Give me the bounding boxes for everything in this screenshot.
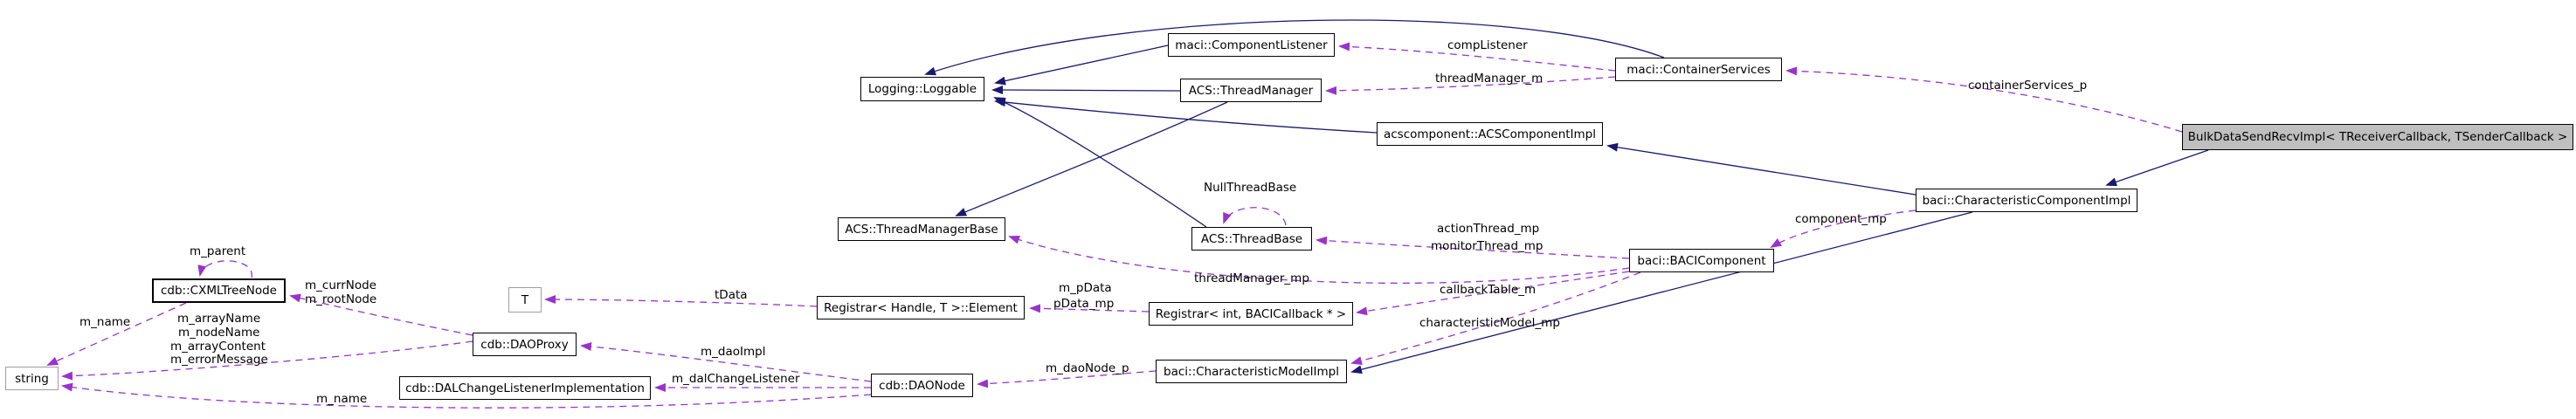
node-registrar-int-bacicallback[interactable]: Registrar< int, BACICallback * > — [1149, 302, 1353, 326]
node-cdb-dalchangelistenerimplementation[interactable]: cdb::DALChangeListenerImplementation — [399, 376, 651, 400]
edge-cxml-mname — [46, 302, 187, 366]
edge-daoimpl — [580, 342, 872, 382]
edge-threadbase-loggable — [993, 97, 1207, 228]
edge-label-m-errormessage: m_errorMessage — [170, 353, 268, 367]
edge-characteristicmodel-mp — [1350, 271, 1641, 366]
edge-label-m-daoimpl: m_daoImpl — [701, 345, 766, 359]
node-string: string — [5, 367, 59, 390]
edge-acscomponentimpl-loggable — [994, 98, 1378, 134]
edge-threadmanager-threadmanagerbase — [955, 101, 1228, 216]
edge-actionthread-monitorthread — [1316, 236, 1630, 259]
node-acs-threadmanager[interactable]: ACS::ThreadManager — [1180, 79, 1322, 102]
edge-label-characteristicmodel-mp: characteristicModel_mp — [1419, 316, 1560, 330]
usage-edges — [46, 42, 2183, 409]
edge-tdata — [544, 295, 818, 307]
edge-label-m-arraycontent: m_arrayContent — [170, 340, 266, 354]
node-acscomponentimpl[interactable]: acscomponent::ACSComponentImpl — [1377, 122, 1603, 146]
node-maci-containerservices[interactable]: maci::ContainerServices — [1615, 58, 1782, 81]
edge-label-m-parent: m_parent — [190, 244, 246, 258]
node-cdb-daonode[interactable]: cdb::DAONode — [871, 374, 973, 397]
node-acs-threadmanagerbase[interactable]: ACS::ThreadManagerBase — [838, 217, 1005, 241]
edge-label-tdata: tData — [715, 288, 748, 302]
edge-label-m-name-upper: m_name — [79, 315, 131, 329]
edge-label-m-currnode: m_currNode — [305, 278, 376, 292]
edge-label-m-daonode-p: m_daoNode_p — [1046, 361, 1129, 375]
node-registrar-handle-element[interactable]: Registrar< Handle, T >::Element — [817, 296, 1025, 319]
edge-label-containerservices-p: containerServices_p — [1968, 79, 2088, 93]
edge-label-m-nodename: m_nodeName — [178, 326, 260, 340]
edge-containerservices-loggable — [924, 19, 1665, 76]
edge-complistener — [1338, 42, 1616, 72]
edge-label-m-name-lower: m_name — [316, 392, 368, 406]
node-bulkdatasendrecvimpl: BulkDataSendRecvImpl< TReceiverCallback,… — [2182, 124, 2573, 150]
edge-label-pdata-mp: pData_mp — [1053, 297, 1115, 311]
edge-label-callbacktable-m: callbackTable_m — [1440, 283, 1537, 297]
edge-label-m-rootnode: m_rootNode — [305, 292, 377, 306]
edge-threadmanager-mp — [1008, 235, 1630, 284]
edge-label-nullthreadbase: NullThreadBase — [1204, 181, 1297, 195]
edge-currnode-rootnode — [289, 293, 473, 336]
edge-daoproxy-strings — [61, 340, 473, 381]
inheritance-edges — [924, 19, 2209, 374]
node-cdb-daoproxy[interactable]: cdb::DAOProxy — [473, 333, 577, 356]
node-baci-bacicomponent[interactable]: baci::BACIComponent — [1629, 249, 1774, 272]
edge-charcompimpl-acscomponentimpl — [1606, 142, 1916, 196]
node-template-param-t: T — [508, 287, 542, 313]
edge-label-m-pdata: m_pData — [1059, 281, 1112, 295]
edge-charcompimpl-charmodelimpl — [1350, 211, 1973, 374]
node-logging-loggable[interactable]: Logging::Loggable — [860, 77, 984, 101]
edge-label-threadmanager-m: threadManager_m — [1435, 72, 1544, 86]
edge-label-m-arrayname: m_arrayName — [177, 312, 261, 326]
edge-bulkdata-charcompimpl — [2105, 149, 2209, 187]
edge-callbacktable-m — [1356, 271, 1630, 316]
node-cdb-cxmltreenode[interactable]: cdb::CXMLTreeNode — [152, 278, 286, 303]
edge-label-threadmanager-mp: threadManager_mp — [1194, 271, 1309, 285]
edge-threadmanager-m — [1325, 76, 1616, 95]
edge-label-complistener: compListener — [1447, 38, 1528, 52]
edge-label-m-dalchangelistener: m_dalChangeListener — [672, 372, 800, 386]
edge-label-actionthread-mp: actionThread_mp — [1437, 222, 1540, 236]
node-characteristiccomponentimpl[interactable]: baci::CharacteristicComponentImpl — [1916, 189, 2137, 212]
edge-threadmanager-loggable — [991, 86, 1181, 95]
edge-mpdata-pdata-mp — [1029, 304, 1150, 313]
edge-componentlistener-loggable — [994, 45, 1169, 86]
edge-label-component-mp: component_mp — [1795, 212, 1887, 226]
edge-mparent-selfloop — [197, 260, 252, 278]
edge-containerservices-p — [1785, 66, 2183, 133]
node-acs-threadbase[interactable]: ACS::ThreadBase — [1191, 227, 1312, 251]
node-maci-componentlistener[interactable]: maci::ComponentListener — [1168, 33, 1335, 57]
edge-nullthreadbase-selfloop — [1223, 207, 1287, 226]
edge-label-monitorthread-mp: monitorThread_mp — [1431, 239, 1544, 253]
edge-component-mp — [1770, 210, 1916, 249]
edge-daonode-p — [977, 370, 1157, 388]
node-characteristicmodelimpl[interactable]: baci::CharacteristicModelImpl — [1156, 360, 1347, 383]
